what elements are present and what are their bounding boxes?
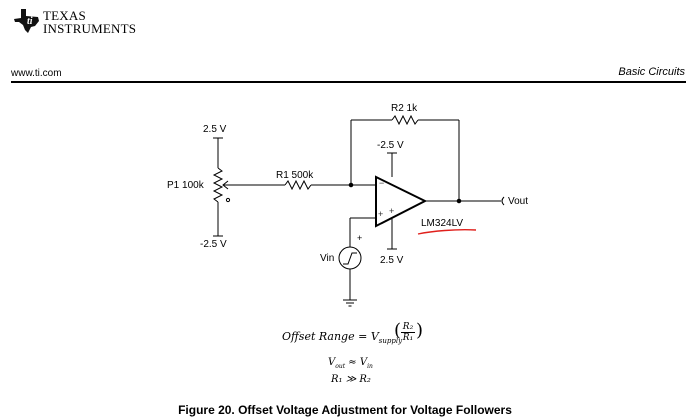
source-plus-sign: + [357, 233, 363, 243]
header-rule [11, 81, 686, 83]
offset-sub: supply [378, 337, 403, 346]
eq2-lhs-sub: out [335, 363, 346, 370]
output-terminal [501, 196, 505, 206]
noninverting-input-sign: + [378, 209, 384, 219]
eq2-lhs: V [328, 357, 336, 368]
svg-text:ti: ti [27, 16, 33, 27]
pot-dot [225, 197, 231, 203]
section-title: Basic Circuits [618, 66, 685, 78]
r2-label: R2 1k [391, 103, 418, 114]
texas-state-icon: ti [14, 9, 39, 33]
opamp-part-label: LM324LV [421, 218, 464, 229]
ratio-denominator: R₁ [401, 332, 415, 343]
pot-resistor-zigzag [212, 167, 224, 203]
eq2-rhs-sub: in [367, 363, 373, 370]
site-url[interactable]: www.ti.com [11, 68, 62, 79]
supply-plus-sign: + [389, 206, 395, 216]
inverting-input-sign: − [379, 178, 385, 188]
figure-caption: Figure 20. Offset Voltage Adjustment for… [178, 403, 512, 417]
resistor-r2 [391, 114, 419, 126]
brand-line-1: Texas [43, 8, 86, 23]
eq2-op: ≈ V [345, 357, 368, 368]
vout-label: Vout [508, 196, 529, 207]
vin-label: Vin [320, 253, 335, 264]
opamp-neg-supply-label: -2.5 V [377, 140, 404, 151]
offset-lhs: Offset Range = V [282, 330, 379, 343]
paren-right: ) [416, 320, 424, 341]
potentiometer-p1 [212, 137, 231, 237]
offset-range-equation: Offset Range = Vsupply [282, 330, 402, 345]
ratio-numerator: R₂ [402, 322, 414, 332]
junction-dot [456, 198, 462, 204]
r1-label: R1 500k [276, 170, 314, 181]
step-source-icon [343, 252, 357, 265]
p1-label: P1 100k [167, 180, 204, 191]
annotation-underline [417, 229, 477, 235]
vout-approx-vin: Vout ≈ Vin [328, 357, 373, 370]
brand-line-2: Instruments [43, 21, 137, 36]
ratio-fraction: R₂ R₁ [401, 322, 415, 343]
paren-left: ( [394, 320, 402, 341]
p1-bottom-supply-label: -2.5 V [200, 239, 227, 250]
opamp-pos-supply-label: 2.5 V [380, 255, 404, 266]
opamp-triangle [375, 175, 428, 228]
brand-name: Texas Instruments [43, 9, 136, 35]
r1-much-greater-r2: R₁ ≫ R₂ [331, 374, 371, 385]
p1-top-supply-label: 2.5 V [203, 124, 227, 135]
resistor-r1 [284, 179, 312, 191]
